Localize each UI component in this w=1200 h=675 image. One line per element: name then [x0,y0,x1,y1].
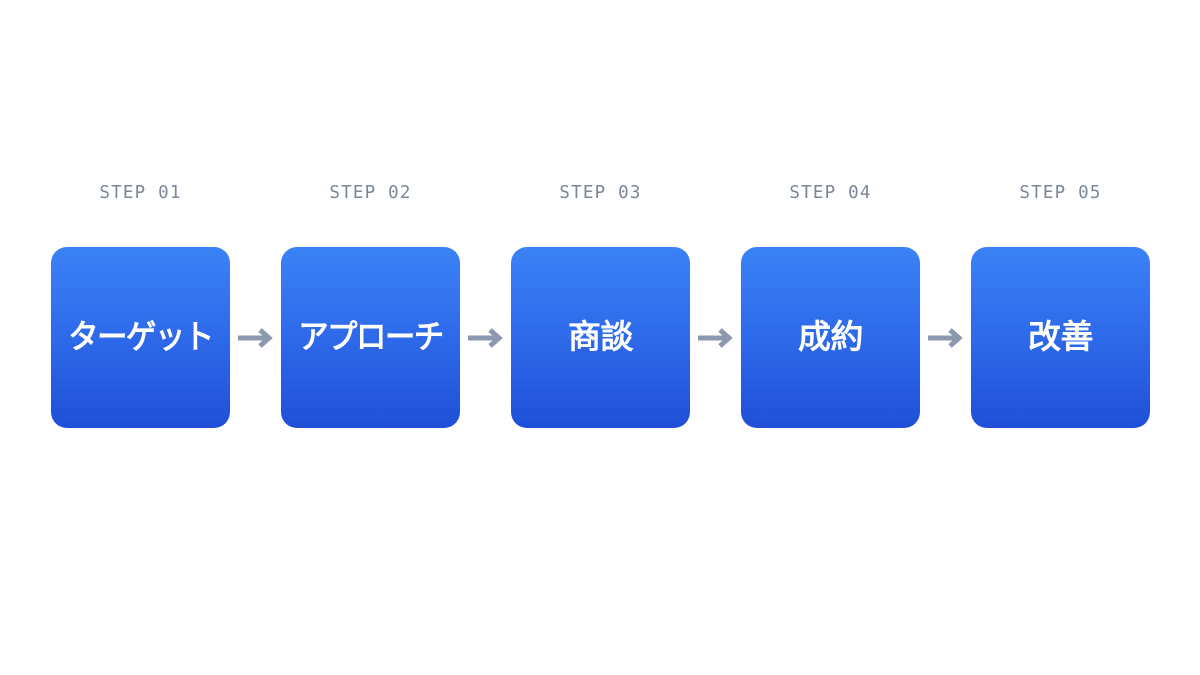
step-card-5[interactable]: 改善 [971,247,1150,428]
step-label-1: STEP 01 [99,183,182,203]
arrow-right-icon [467,327,504,349]
step-title-1: ターゲット [68,317,214,357]
step-label-4: STEP 04 [789,183,872,203]
arrow-right-icon [697,327,734,349]
arrow-right-icon [927,327,964,349]
step-card-1[interactable]: ターゲット [51,247,230,428]
connector-1 [230,247,281,428]
arrow-right-icon [237,327,274,349]
step-card-2[interactable]: アプローチ [281,247,460,428]
connector-3 [690,247,741,428]
step-label-5: STEP 05 [1019,183,1102,203]
step-group-2[interactable]: STEP 02 アプローチ [281,183,460,428]
step-title-2: アプローチ [298,317,444,357]
connector-4 [920,247,971,428]
step-group-1[interactable]: STEP 01 ターゲット [51,183,230,428]
step-card-4[interactable]: 成約 [741,247,920,428]
step-group-3[interactable]: STEP 03 商談 [511,183,690,428]
step-label-3: STEP 03 [559,183,642,203]
connector-2 [460,247,511,428]
step-card-3[interactable]: 商談 [511,247,690,428]
step-group-5[interactable]: STEP 05 改善 [971,183,1150,428]
step-title-4: 成約 [798,317,864,357]
step-title-3: 商談 [568,317,634,357]
step-title-5: 改善 [1028,317,1094,357]
step-group-4[interactable]: STEP 04 成約 [741,183,920,428]
step-label-2: STEP 02 [329,183,412,203]
step-flow: STEP 01 ターゲット STEP 02 アプローチ [51,183,1150,430]
